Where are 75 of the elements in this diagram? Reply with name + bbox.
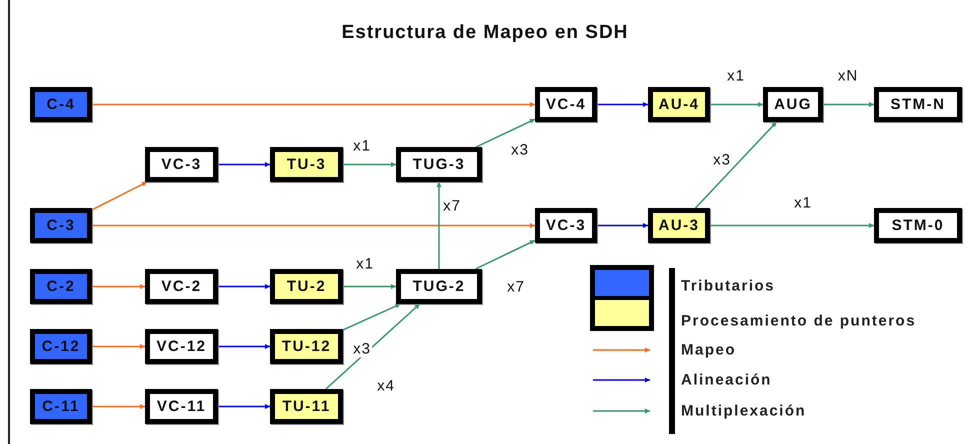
box-label: VC-2 xyxy=(161,278,202,295)
box-label: AU-3 xyxy=(658,217,700,234)
legend-label: Alineación xyxy=(681,372,772,388)
arrow xyxy=(710,102,763,107)
arrow xyxy=(218,404,270,409)
process-box xyxy=(874,87,962,122)
box-label: AU-4 xyxy=(658,96,700,113)
box-label: C-4 xyxy=(46,96,76,113)
arrow xyxy=(436,182,442,269)
box-label: VC-11 xyxy=(156,398,206,415)
process-box xyxy=(648,87,710,122)
process-box xyxy=(145,329,218,364)
arrow xyxy=(343,284,396,289)
box-label: VC-12 xyxy=(156,338,207,355)
box-label: VC-3 xyxy=(161,156,202,173)
legend-label: Procesamiento de punteros xyxy=(681,312,916,330)
box-label: TU-3 xyxy=(286,156,326,173)
box-label: C-12 xyxy=(42,338,80,355)
box-label: C-2 xyxy=(46,278,76,295)
process-box xyxy=(145,269,218,304)
arrow xyxy=(343,162,396,167)
edge-label: x3 xyxy=(712,152,732,168)
box-label: C-3 xyxy=(46,217,76,234)
box-label: TU-11 xyxy=(282,398,331,415)
process-box xyxy=(763,87,823,122)
process-box xyxy=(30,87,92,122)
process-box xyxy=(874,208,962,243)
box-label: TUG-2 xyxy=(412,278,466,295)
box-label: TU-2 xyxy=(286,278,326,295)
process-box xyxy=(30,269,92,304)
arrow xyxy=(218,162,270,167)
process-box xyxy=(270,269,343,304)
process-box xyxy=(270,329,343,364)
box-label: VC-3 xyxy=(546,217,586,234)
legend-label: Multiplexación xyxy=(681,402,806,420)
arrow xyxy=(597,223,648,228)
box-label: STM-N xyxy=(890,96,946,113)
arrow xyxy=(710,223,874,228)
box-label: VC-4 xyxy=(546,96,586,113)
arrow xyxy=(823,102,874,107)
arrow xyxy=(342,303,401,331)
process-box xyxy=(30,208,92,243)
process-box xyxy=(396,269,482,304)
process-box xyxy=(145,389,218,424)
arrow xyxy=(218,284,270,289)
arrow xyxy=(218,344,270,349)
arrow xyxy=(92,404,145,409)
legend-label: Mapeo xyxy=(681,342,736,358)
process-box xyxy=(270,389,343,424)
arrow xyxy=(694,121,778,209)
process-box xyxy=(145,147,218,182)
process-box xyxy=(30,389,92,424)
box-label: TU-12 xyxy=(282,338,332,355)
arrow xyxy=(92,284,145,289)
box-label: STM-0 xyxy=(892,217,944,234)
arrow xyxy=(325,303,420,390)
process-box xyxy=(270,147,343,182)
legend-label: Tributarios xyxy=(681,278,776,294)
process-box xyxy=(648,208,710,243)
process-box xyxy=(535,87,597,122)
arrow xyxy=(597,102,648,107)
edge-label: x3 xyxy=(352,340,372,358)
process-box xyxy=(396,147,482,182)
diagram-title: Estructura de Mapeo en SDH xyxy=(340,22,630,44)
arrow xyxy=(475,240,536,270)
arrow xyxy=(92,181,148,210)
box-label: TUG-3 xyxy=(412,156,466,173)
arrow xyxy=(92,223,535,228)
process-box xyxy=(535,208,597,243)
arrow xyxy=(476,118,536,148)
process-box xyxy=(30,329,92,364)
box-label: AUG xyxy=(774,96,812,113)
arrow xyxy=(92,102,535,107)
arrow xyxy=(92,344,145,349)
box-label: C-11 xyxy=(42,398,80,415)
